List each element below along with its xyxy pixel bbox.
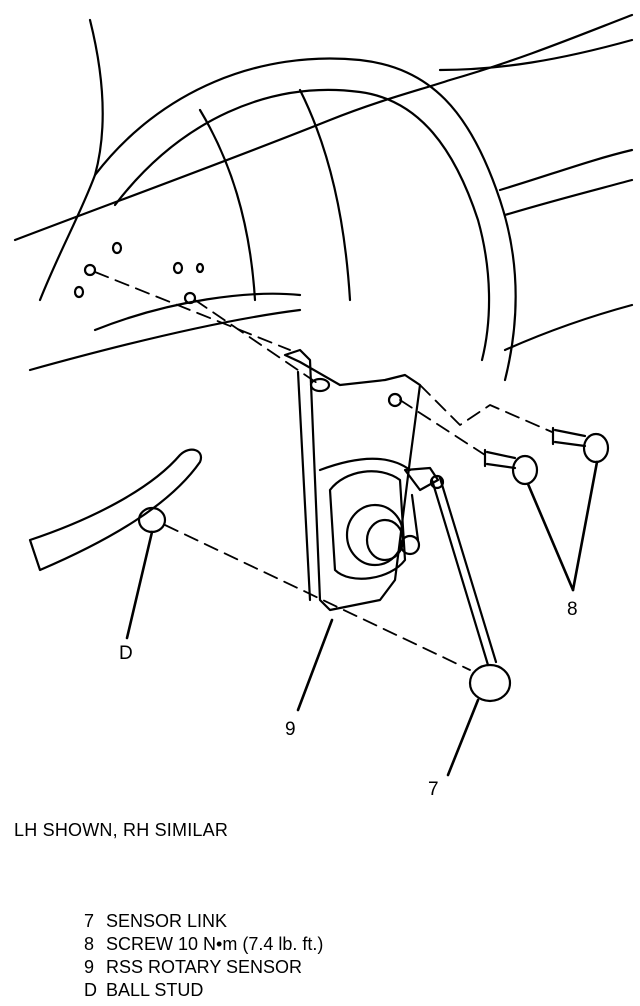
bracket-bend (318, 457, 412, 472)
leader-9 (296, 618, 334, 712)
screw-upper (551, 426, 610, 464)
splash-shield (28, 448, 203, 572)
bracket-slot (309, 377, 331, 393)
fender-upper-edge-2 (38, 18, 104, 302)
sensor-body-inner (365, 518, 405, 562)
leader-8b (571, 460, 599, 592)
legend: 7 SENSOR LINK 8 SCREW 10 N•m (7.4 lb. ft.)… (84, 910, 323, 1002)
figure-caption: LH SHOWN, RH SIMILAR (14, 820, 229, 840)
screw-lower (483, 448, 539, 486)
callout-8: 8 (567, 599, 578, 620)
body-crease-2 (498, 148, 634, 192)
bracket-flange (296, 370, 312, 602)
callout-D: D (119, 643, 133, 664)
mount-hole (195, 262, 205, 274)
alignment-line (164, 524, 471, 671)
alignment-line (94, 271, 291, 351)
legend-item: 9 RSS ROTARY SENSOR (84, 956, 323, 979)
sensor-housing (328, 470, 407, 580)
legend-text: RSS ROTARY SENSOR (106, 957, 303, 977)
mount-hole (83, 263, 97, 277)
lower-panel-2 (93, 292, 302, 332)
alignment-line (194, 299, 321, 386)
body-crease-3 (503, 178, 634, 217)
callout-7: 7 (428, 779, 439, 800)
legend-item: 7 SENSOR LINK (84, 910, 323, 933)
lower-panel (28, 308, 302, 372)
sensor-link-rod (430, 478, 490, 667)
wheel-arch-outer (93, 57, 517, 382)
fender-upper-edge (13, 13, 634, 242)
callout-9: 9 (285, 719, 296, 740)
link-end-upper (429, 474, 445, 490)
legend-item: 8 SCREW 10 N•m (7.4 lb. ft.) (84, 933, 323, 956)
exploded-view-drawing (13, 13, 634, 777)
legend-text: BALL STUD (106, 980, 204, 1000)
alignment-line (419, 384, 553, 433)
leader-D (125, 530, 154, 640)
rocker-line (503, 303, 634, 352)
ball-stud (137, 506, 167, 534)
legend-text: SCREW 10 N•m (7.4 lb. ft.) (106, 934, 324, 954)
mount-hole (73, 285, 85, 299)
sensor-shaft (399, 534, 421, 556)
leader-8a (526, 482, 575, 592)
legend-key: 7 (84, 911, 95, 931)
sensor-link-rod-2 (438, 476, 498, 664)
body-crease (438, 38, 634, 72)
mount-hole (172, 261, 184, 275)
legend-key: D (84, 980, 97, 1000)
sensor-lever (403, 466, 440, 492)
inner-panel-line-2 (298, 88, 352, 302)
leader-7 (446, 698, 480, 777)
alignment-line (399, 399, 486, 456)
legend-item: D BALL STUD (84, 979, 323, 1002)
mount-hole (183, 291, 197, 305)
legend-key: 9 (84, 957, 95, 977)
wheel-arch-inner (113, 88, 491, 362)
mount-hole (111, 241, 123, 255)
legend-key: 8 (84, 934, 95, 954)
sensor-arm (410, 493, 420, 542)
legend-text: SENSOR LINK (106, 911, 228, 931)
inner-panel-line (198, 108, 257, 302)
link-end-lower (468, 663, 512, 703)
